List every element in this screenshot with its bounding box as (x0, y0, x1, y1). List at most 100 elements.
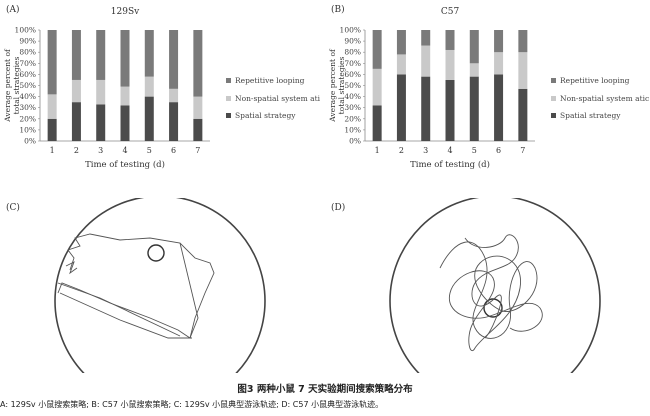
y-tick-label: 80% (344, 48, 361, 57)
platform-circle-c (147, 244, 165, 262)
y-tick-label: 90% (344, 37, 361, 46)
pool-outline-c (54, 198, 266, 373)
bar-segment (120, 30, 130, 87)
bar-segment (193, 118, 203, 141)
panel-label-c: (C) (6, 202, 20, 213)
x-axis-label: Time of testing (d) (410, 159, 490, 170)
x-tick-label: 1 (375, 146, 380, 155)
y-axis-label: Average percent oftotal strategies (328, 48, 346, 123)
y-tick-label: 0% (24, 137, 36, 146)
swim-track-c57: (D) (331, 198, 601, 373)
bar-segment (494, 52, 504, 75)
bar-segment (169, 102, 179, 141)
bar-segment (193, 30, 203, 97)
y-tick-label: 10% (19, 125, 36, 134)
bar-segment (518, 88, 528, 141)
swim-track-129sv: (C) (6, 198, 266, 373)
chart-svg-129sv: (A)129Sv0%10%20%30%40%50%60%70%80%90%100… (3, 4, 320, 170)
legend-swatch (551, 78, 556, 83)
x-tick-label: 3 (98, 146, 103, 155)
bar-segment (144, 76, 154, 97)
track-panel-c57: (D) (325, 198, 650, 373)
y-tick-label: 30% (344, 103, 361, 112)
x-tick-label: 2 (399, 146, 404, 155)
bar-segment (518, 30, 528, 53)
legend-label: Non-spatial system atic (560, 94, 649, 103)
swim-path-c3 (65, 261, 78, 275)
bar-segment (71, 102, 81, 141)
pool-outline-d (389, 198, 601, 373)
bar-segment (71, 79, 81, 103)
x-tick-label: 1 (50, 146, 55, 155)
legend-swatch (551, 96, 556, 101)
x-tick-label: 6 (171, 146, 176, 155)
panel-label-d: (D) (331, 202, 345, 213)
bar-segment (372, 68, 382, 106)
swim-path-d1 (439, 241, 543, 351)
bar-segment (469, 63, 479, 77)
panel-label: (B) (331, 4, 345, 15)
bar-segment (421, 76, 431, 141)
legend-label: Repetitive looping (235, 76, 305, 85)
y-tick-label: 100% (340, 26, 361, 35)
x-tick-label: 6 (496, 146, 501, 155)
y-tick-label: 20% (19, 114, 36, 123)
y-tick-label: 30% (19, 103, 36, 112)
legend-label: Non-spatial system atic (235, 94, 320, 103)
swim-path-c1 (57, 233, 215, 339)
y-tick-label: 60% (344, 70, 361, 79)
bar-segment (396, 30, 406, 55)
chart-svg-c57: (B)C570%10%20%30%40%50%60%70%80%90%100%A… (328, 4, 649, 170)
y-tick-label: 50% (19, 81, 36, 90)
bar-segment (144, 96, 154, 141)
legend-label: Repetitive looping (560, 76, 630, 85)
platform-circle-d (483, 298, 503, 318)
y-axis-label-line: Average percent of (3, 48, 12, 123)
legend-label: Spatial strategy (235, 111, 296, 120)
bar-segment (494, 30, 504, 53)
x-tick-label: 5 (472, 146, 477, 155)
swim-path-d2 (464, 234, 519, 339)
bar-segment (372, 30, 382, 69)
bar-segment (396, 54, 406, 75)
y-tick-label: 10% (344, 125, 361, 134)
legend-swatch (551, 113, 556, 118)
bar-segment (421, 30, 431, 46)
bar-segment (169, 30, 179, 89)
bar-segment (445, 79, 455, 141)
bar-segment (445, 30, 455, 50)
x-tick-label: 5 (147, 146, 152, 155)
x-tick-label: 7 (520, 146, 525, 155)
y-tick-label: 40% (344, 92, 361, 101)
y-tick-label: 80% (19, 48, 36, 57)
legend-swatch (226, 78, 231, 83)
bar-segment (96, 30, 106, 80)
chart-title: C57 (441, 7, 460, 17)
y-tick-label: 100% (15, 26, 36, 35)
bar-segment (96, 104, 106, 141)
bar-segment (494, 74, 504, 141)
figure-caption-title: 图3 两种小鼠 7 天实验期间搜索策略分布 (237, 384, 413, 395)
swim-path-c2 (57, 242, 199, 339)
x-tick-label: 7 (195, 146, 200, 155)
bar-segment (469, 30, 479, 64)
x-tick-label: 4 (122, 146, 127, 155)
bar-segment (469, 76, 479, 141)
bar-segment (445, 49, 455, 80)
bar-segment (47, 94, 57, 119)
chart-title: 129Sv (111, 7, 140, 17)
bar-segment (372, 105, 382, 141)
bar-segment (71, 30, 81, 80)
y-tick-label: 50% (344, 81, 361, 90)
legend-label: Spatial strategy (560, 111, 621, 120)
bar-segment (96, 79, 106, 105)
x-axis-label: Time of testing (d) (85, 159, 165, 170)
bar-segment (120, 105, 130, 141)
bar-segment (518, 52, 528, 89)
bar-segment (421, 45, 431, 77)
y-axis-label-line: total strategies (12, 57, 21, 115)
y-axis-label-line: Average percent of (328, 48, 337, 123)
bar-segment (47, 30, 57, 95)
